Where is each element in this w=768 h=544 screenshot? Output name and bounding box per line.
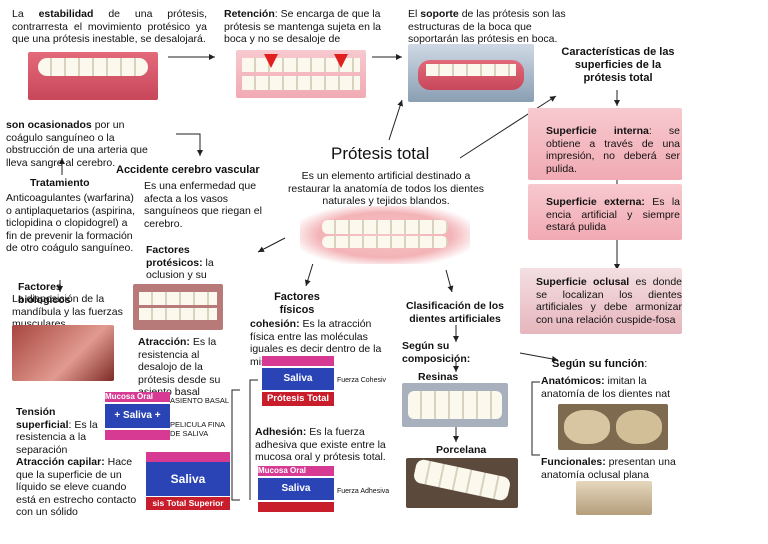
saliva-label-3: Saliva [262, 368, 334, 390]
caracteristicas-title: Características de las superficies de la… [561, 46, 675, 84]
porcelana-title: Porcelana [436, 444, 487, 456]
mucosa-label-2: Mucosa Oral [258, 466, 334, 476]
biologicos-title: Factores biologicos [18, 281, 71, 306]
saliva-label-2: Saliva [146, 462, 230, 496]
clasificacion-title: Clasificación de los dientes artificiale… [405, 300, 505, 325]
funcion-title: Según su función: [552, 358, 648, 370]
arrow-center-fisicos [304, 259, 315, 287]
saliva-label: + Saliva + [105, 404, 170, 428]
soporte-text: El soporte de las prótesis son las estru… [408, 8, 566, 45]
functional-teeth-image [576, 481, 652, 515]
occlusion-image [133, 284, 223, 330]
fuerza-cohesiva-label: Fuerza Cohesiv [337, 377, 387, 384]
anatomicos-text: Anatómicos: imitan la anatomía de los di… [541, 375, 671, 400]
superficie-interna-text: Superficie interna: se obtiene a través … [546, 125, 680, 175]
arrow-center-protesicos [257, 237, 286, 253]
main-definition: Es un elemento artificial destinado a re… [287, 170, 485, 207]
composicion-title: Según su composición: [402, 340, 471, 365]
down-arrow-icon [264, 54, 278, 68]
superficie-externa-text: Superficie externa: Es la encia artifici… [546, 196, 680, 233]
protesis-label: Prótesis Total [262, 392, 334, 406]
fisicos-title: Factores físicos [274, 291, 320, 316]
bracket-atraccion [231, 389, 240, 501]
superficie-interna-image [528, 108, 682, 180]
mucosa-label: Mucosa Oral [105, 392, 170, 402]
main-title: Prótesis total [331, 144, 430, 163]
tension-figure: Mucosa Oral + Saliva + [105, 392, 170, 444]
dentures-image-2 [236, 50, 366, 98]
tratamiento-title: Tratamiento [30, 177, 90, 189]
denture-on-model-image [408, 44, 534, 102]
capilar-figure: Saliva sis Total Superior [146, 452, 230, 512]
adhesion-figure: Mucosa Oral Saliva [258, 466, 334, 512]
arrow-clasif-funcion [519, 352, 559, 362]
resin-teeth-image [402, 383, 508, 427]
arrow-center-caracteristicas [459, 95, 557, 159]
funcionales-text: Funcionales: presentan una anatomía oclu… [541, 456, 676, 481]
capilar-text: Atracción capilar: Hace que la superfici… [16, 456, 137, 518]
saliva-label-4: Saliva [258, 478, 334, 500]
asiento-basal-label: ASIENTO BASAL [170, 396, 230, 405]
muscle-image [12, 325, 114, 381]
tratamiento-text: Anticoagulantes (warfarina) o antiplaque… [6, 192, 135, 254]
full-denture-image [300, 206, 470, 264]
adhesion-text: Adhesión: Es la fuerza adhesiva que exis… [255, 426, 386, 463]
bracket-funcion [531, 381, 540, 456]
arrow-acv [176, 133, 203, 156]
superficie-oclusal-image [520, 268, 682, 334]
porcelain-teeth-image [406, 458, 518, 508]
tension-text: Tensión superficial: Es la resistencia a… [16, 406, 98, 456]
cohesion-figure: Saliva Prótesis Total [262, 356, 334, 408]
arrow-center-clasificacion [445, 269, 454, 293]
down-arrow-icon [334, 54, 348, 68]
fuerza-adhesiva-label: Fuerza Adhesiva [337, 488, 390, 495]
arrow-center-soporte [388, 99, 403, 141]
protesis-superior-label: sis Total Superior [146, 497, 230, 510]
dentures-image-1 [28, 52, 158, 100]
acv-title: Accidente cerebro vascular [116, 164, 260, 176]
atraccion-text: Atracción: Es la resistencia al desalojo… [138, 336, 221, 398]
superficie-externa-image [528, 184, 682, 240]
anatomic-teeth-image [558, 404, 668, 450]
superficie-oclusal-text: Superficie oclusal es donde se localizan… [536, 276, 682, 326]
ocasionados-text: son ocasionados por un coágulo sanguíneo… [6, 119, 148, 169]
estabilidad-text: La estabilidad de una prótesis, contrarr… [12, 8, 207, 45]
retencion-text: Retención: Se encarga de que la prótesis… [224, 8, 382, 45]
acv-text: Es una enfermedad que afecta a los vasos… [144, 180, 262, 230]
pelicula-label: PELICULA FINA DE SALIVA [170, 420, 225, 438]
protesicos-text: Factores protésicos: la oclusion y su [146, 244, 214, 281]
bracket-fisicos [249, 379, 258, 500]
